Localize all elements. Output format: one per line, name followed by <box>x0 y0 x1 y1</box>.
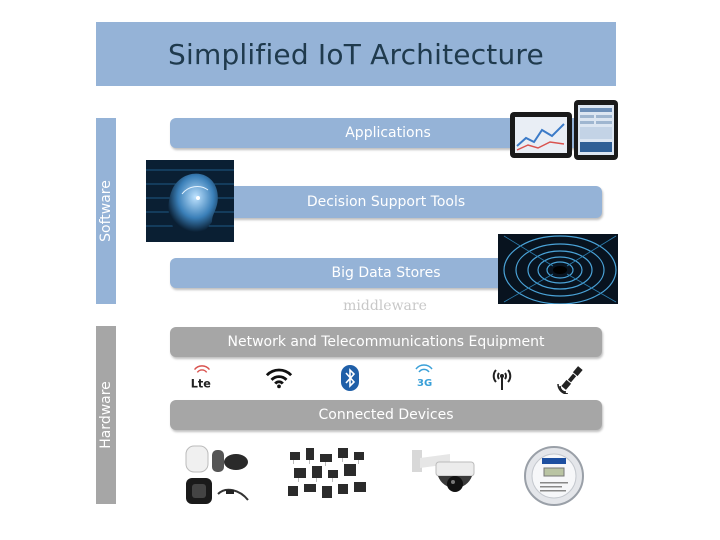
sensors-image <box>284 444 372 506</box>
applications-label: Applications <box>345 125 431 141</box>
title-banner: Simplified IoT Architecture <box>96 22 616 86</box>
3g-icon: 3G <box>410 364 438 392</box>
hardware-label: Hardware <box>98 381 114 449</box>
middleware-label: middleware <box>343 298 427 314</box>
lte-text: Lte <box>191 377 211 390</box>
bluetooth-icon <box>336 364 364 392</box>
big-data-label: Big Data Stores <box>331 265 441 281</box>
satellite-icon <box>556 362 588 394</box>
diagram-title: Simplified IoT Architecture <box>168 37 544 71</box>
smart-meter-image <box>524 444 584 508</box>
connected-devices-layer: Connected Devices <box>170 400 602 430</box>
decision-support-label: Decision Support Tools <box>306 194 466 210</box>
digital-head-image <box>146 160 234 242</box>
security-camera-image <box>410 446 482 504</box>
data-tunnel-image <box>498 234 618 304</box>
network-label: Network and Telecommunications Equipment <box>227 334 545 350</box>
connected-devices-label: Connected Devices <box>318 407 454 423</box>
hardware-group-bar: Hardware <box>96 326 116 504</box>
tablets-image <box>506 98 620 162</box>
wifi-icon <box>265 364 293 392</box>
antenna-icon <box>488 364 516 392</box>
decision-support-layer: Decision Support Tools <box>170 186 602 218</box>
software-group-bar: Software <box>96 118 116 304</box>
3g-text: 3G <box>417 378 432 389</box>
lte-icon: Lte <box>188 364 216 392</box>
wearables-image <box>182 442 252 508</box>
software-label: Software <box>98 180 114 242</box>
network-layer: Network and Telecommunications Equipment <box>170 327 602 357</box>
